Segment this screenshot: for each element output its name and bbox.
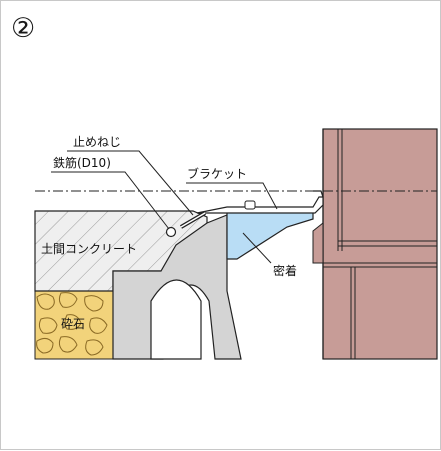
curb-block [112, 214, 242, 360]
brick-wall [312, 128, 438, 360]
label-adhesion: 密着 [273, 263, 297, 278]
stop-screw [179, 211, 207, 229]
label-concrete-floor: 土間コンクリート [41, 242, 137, 256]
label-stop-screw: 止めねじ [73, 135, 121, 149]
figure-number: ② [11, 13, 36, 44]
rebar [165, 226, 177, 238]
label-bracket: ブラケット [187, 166, 247, 181]
leader-lines [51, 150, 278, 264]
label-rebar: 鉄筋(D10) [53, 155, 111, 170]
bracket [196, 190, 324, 260]
label-gravel: 砕石 [61, 316, 85, 331]
